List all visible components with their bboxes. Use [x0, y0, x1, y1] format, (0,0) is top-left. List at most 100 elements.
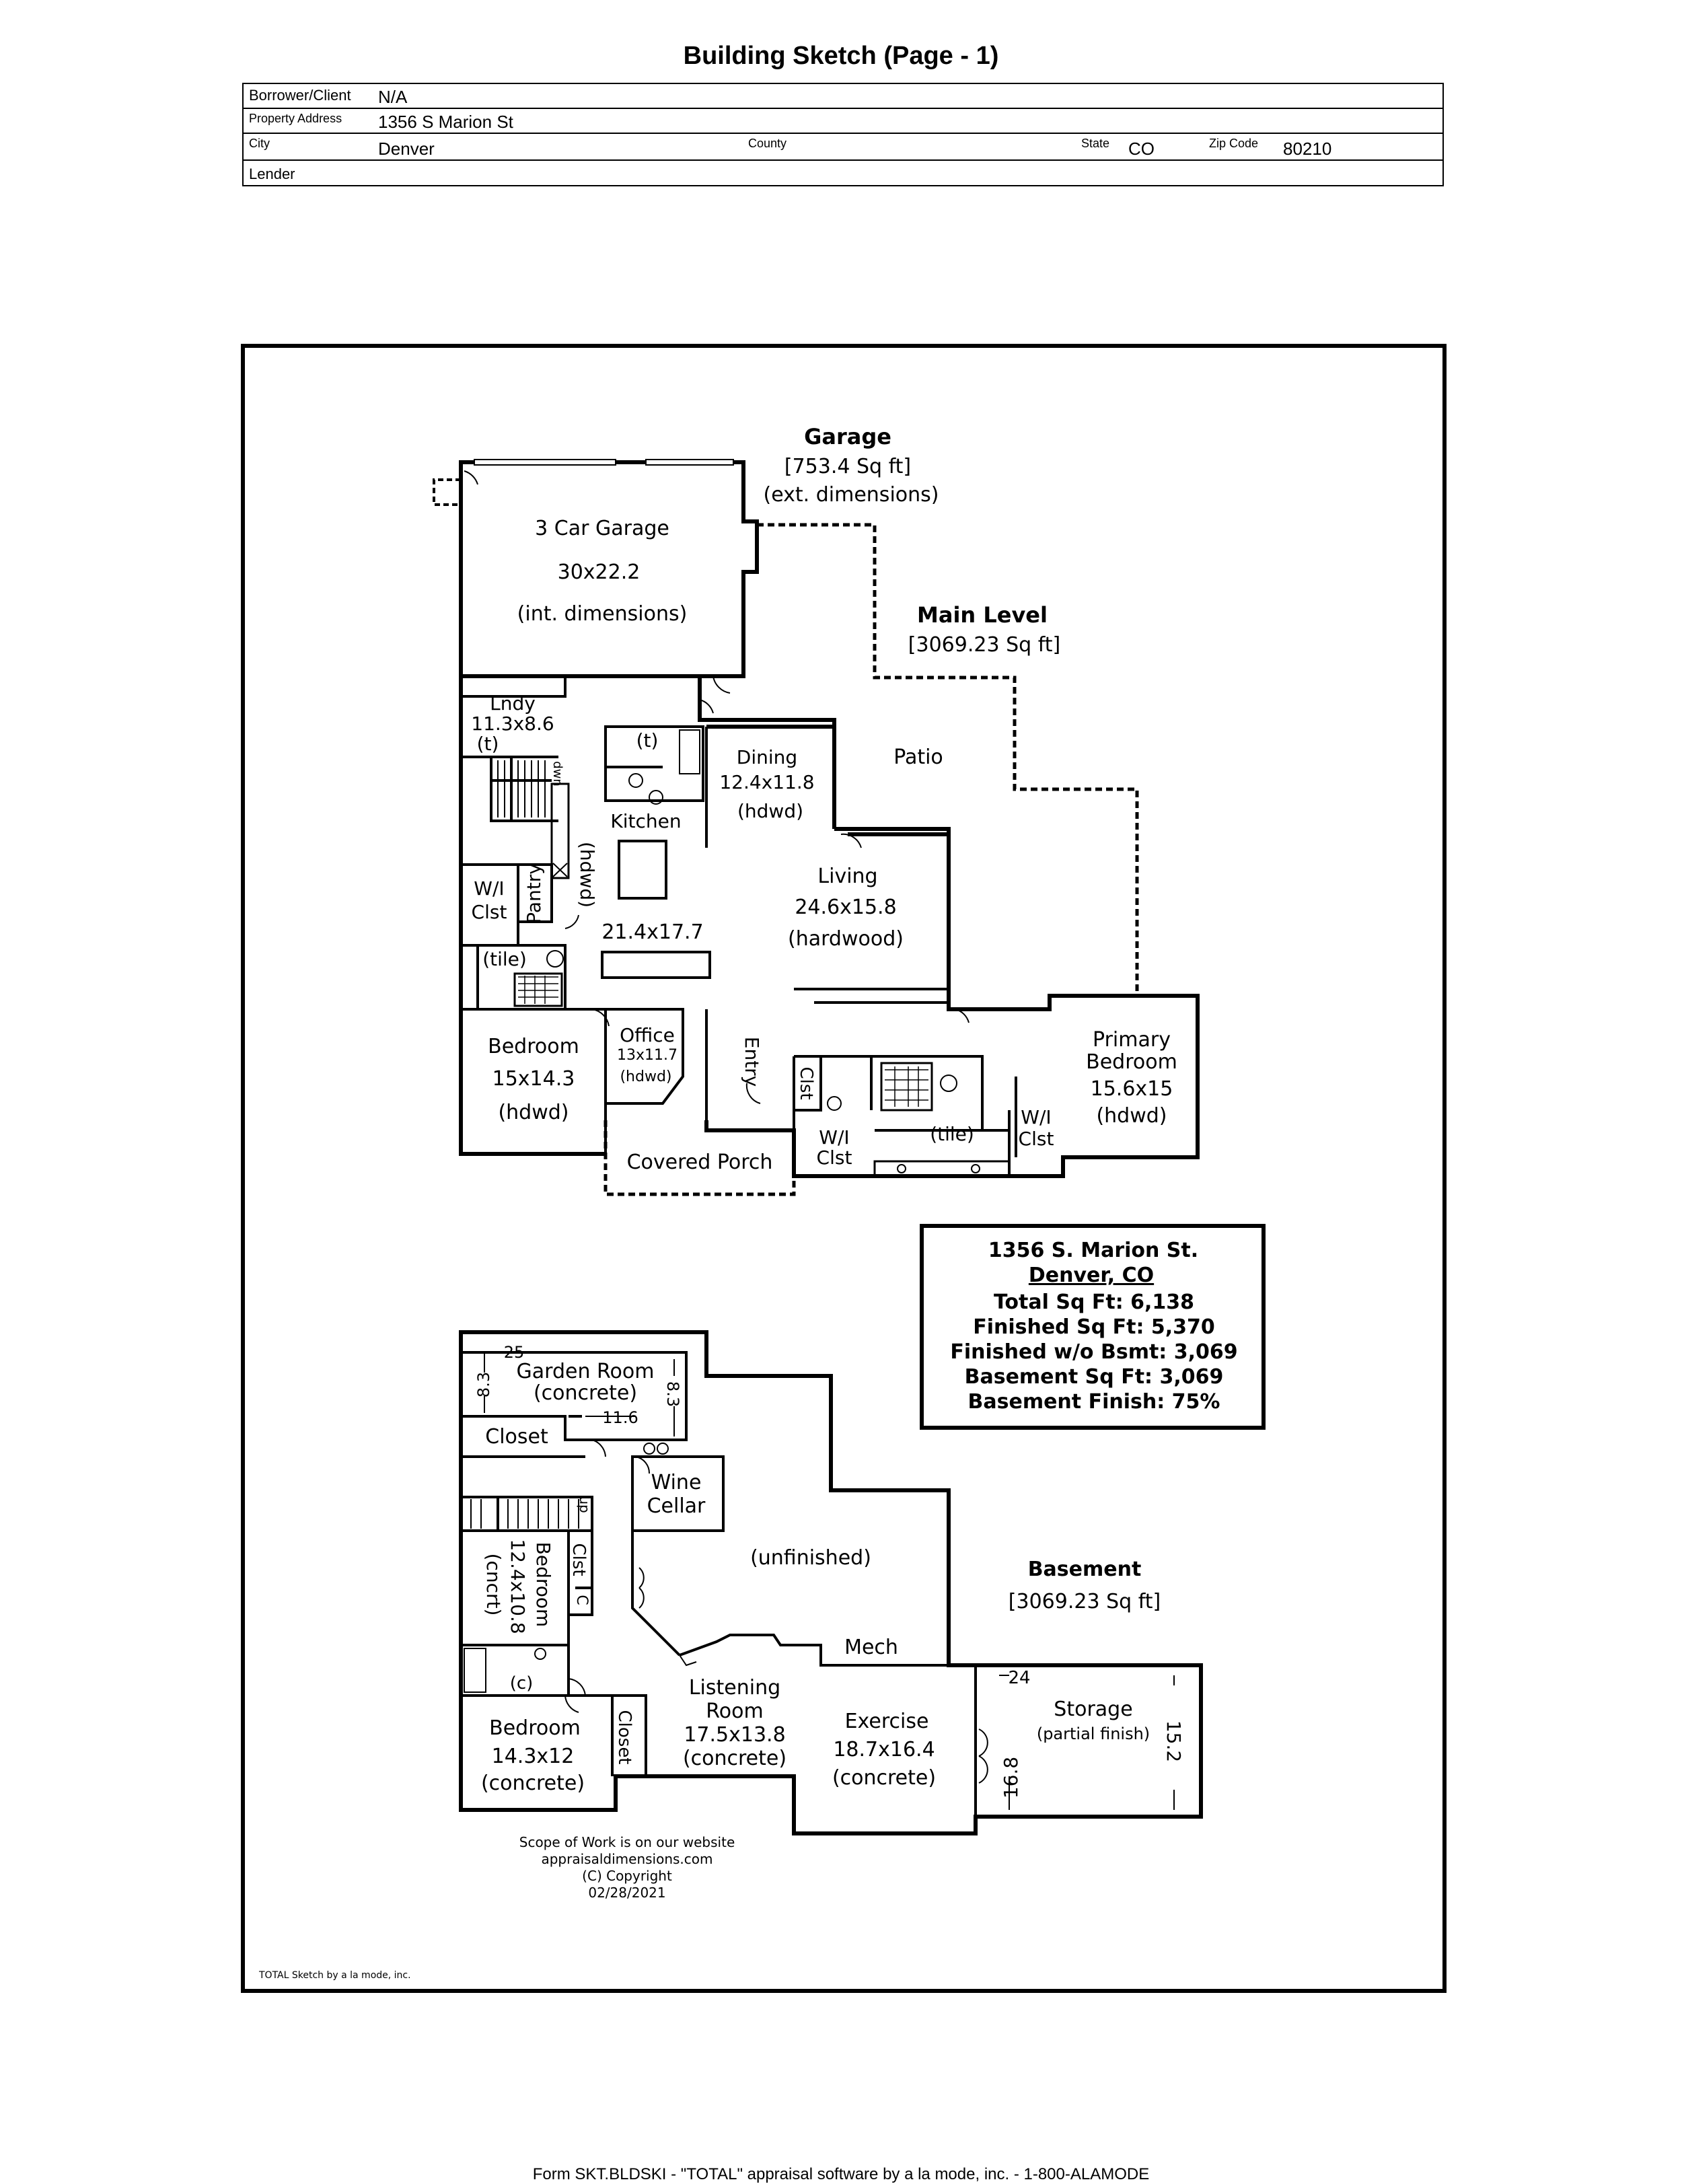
borrower-label: Borrower/Client [249, 87, 351, 104]
dining-dims: 12.4x11.8 [719, 771, 814, 793]
garage-room-note: (int. dimensions) [517, 602, 688, 626]
wine-cellar-line2: Cellar [647, 1494, 706, 1518]
dining-floor: (hdwd) [737, 800, 803, 822]
wine-cellar-line1: Wine [651, 1471, 702, 1494]
wi-clst-hall-line1: W/I [819, 1126, 849, 1149]
basement-area: [3069.23 Sq ft] [1009, 1590, 1161, 1613]
basement-bedroom-dims: 14.3x12 [492, 1745, 575, 1768]
city-value: Denver [378, 139, 435, 159]
zip-value: 80210 [1283, 139, 1332, 159]
wi-clst-hall-line2: Clst [817, 1146, 852, 1169]
summary-city: Denver, CO [1029, 1264, 1154, 1287]
wi-clst-line1: W/I [474, 877, 504, 900]
credit-line2: appraisaldimensions.com [541, 1851, 712, 1867]
primary-bedroom-line2: Bedroom [1086, 1050, 1177, 1074]
basement-bedroom-v-floor: (cncrt) [482, 1554, 505, 1616]
kitchen-floor: (hdwd) [576, 842, 598, 908]
summary-basement: Basement Sq Ft: 3,069 [965, 1365, 1224, 1389]
garage-room-dims: 30x22.2 [558, 560, 641, 584]
listening-floor: (concrete) [683, 1747, 787, 1770]
dim-8-3-right: 8.3 [663, 1381, 682, 1407]
storage-note: (partial finish) [1037, 1724, 1150, 1743]
summary-finished: Finished Sq Ft: 5,370 [973, 1315, 1215, 1339]
main-level-plan [433, 459, 1200, 1196]
bedroom-dims: 15x14.3 [492, 1067, 575, 1091]
primary-bedroom-line1: Primary [1093, 1028, 1171, 1052]
bedroom-floor: (hdwd) [498, 1101, 569, 1124]
summary-address: 1356 S. Marion St. [988, 1239, 1198, 1262]
living-floor: (hardwood) [788, 927, 904, 951]
living-name: Living [817, 865, 877, 888]
dim-24: 24 [1008, 1668, 1030, 1688]
garage-title: Garage [804, 424, 891, 449]
kitchen-dims: 21.4x17.7 [601, 920, 703, 944]
summary-total: Total Sq Ft: 6,138 [994, 1290, 1194, 1314]
garage-area: [753.4 Sq ft] [784, 455, 911, 478]
dim-15-2: 15.2 [1163, 1720, 1185, 1762]
header-info-table: Borrower/Client N/A Property Address 135… [242, 83, 1444, 186]
state-label: State [1081, 137, 1110, 150]
wi-clst-line2: Clst [472, 901, 507, 923]
bedroom-name: Bedroom [488, 1035, 579, 1058]
county-label: County [748, 137, 787, 150]
main-level-labels: Garage [753.4 Sq ft] (ext. dimensions) 3… [471, 424, 1177, 1174]
office-name: Office [620, 1024, 675, 1046]
kitchen-bath-floor: (t) [636, 729, 659, 752]
basement-bedroom-v-name: Bedroom [532, 1542, 554, 1628]
page-title: Building Sketch (Page - 1) [683, 42, 999, 70]
unfinished-label: (unfinished) [750, 1546, 871, 1570]
main-level-area: [3069.23 Sq ft] [908, 633, 1060, 657]
main-level-title: Main Level [917, 602, 1048, 628]
basement-bedroom-floor: (concrete) [481, 1772, 585, 1795]
header-row-lender: Lender [244, 161, 1442, 186]
primary-bedroom-dims: 15.6x15 [1091, 1077, 1173, 1101]
header-row-borrower: Borrower/Client N/A [244, 84, 1442, 109]
laundry-floor: (t) [477, 733, 499, 755]
garage-room-name: 3 Car Garage [535, 517, 669, 540]
zip-label: Zip Code [1209, 137, 1259, 150]
basement-bedroom-name: Bedroom [489, 1716, 581, 1740]
summary-basement-finish: Basement Finish: 75% [968, 1390, 1220, 1414]
c-label: (c) [510, 1673, 534, 1694]
living-dims: 24.6x15.8 [795, 896, 896, 919]
basement-bedroom-v-dims: 12.4x10.8 [507, 1539, 529, 1634]
lender-label: Lender [249, 166, 295, 182]
clst-label: Clst [796, 1066, 816, 1099]
listening-dims: 17.5x13.8 [684, 1723, 785, 1747]
basement-closet-v-label: Closet [614, 1710, 634, 1764]
credit-line3: (C) Copyright [582, 1868, 672, 1884]
dim-8-3-left: 8.3 [474, 1372, 493, 1397]
pantry-label: Pantry [523, 863, 545, 924]
master-bath-tile: (tile) [930, 1123, 974, 1145]
credit-line4: 02/28/2021 [588, 1885, 665, 1901]
garage-note: (ext. dimensions) [764, 483, 939, 507]
header-row-city: City Denver County State CO Zip Code 802… [244, 134, 1442, 161]
garden-room-name: Garden Room [517, 1360, 655, 1383]
basement-closet-label: Closet [485, 1425, 548, 1449]
laundry-name: Lndy [490, 692, 536, 715]
bath-tile-label: (tile) [482, 948, 527, 970]
primary-bedroom-floor: (hdwd) [1096, 1104, 1167, 1128]
exercise-floor: (concrete) [832, 1766, 936, 1790]
office-dims: 13x11.7 [617, 1047, 678, 1064]
header-row-address: Property Address 1356 S Marion St [244, 109, 1442, 134]
c-small-label: C [573, 1595, 590, 1605]
stair-down-label: dwn [550, 761, 564, 787]
basement-plan [459, 1330, 1203, 1835]
listening-line2: Room [706, 1700, 763, 1723]
exercise-dims: 18.7x16.4 [833, 1738, 935, 1761]
wi-clst-master-line2: Clst [1019, 1128, 1054, 1150]
software-note: TOTAL Sketch by a la mode, inc. [258, 1970, 411, 1981]
address-value: 1356 S Marion St [378, 112, 513, 132]
summary-box: 1356 S. Marion St. Denver, CO Total Sq F… [920, 1224, 1266, 1430]
dining-name: Dining [737, 746, 797, 768]
office-floor: (hdwd) [620, 1068, 671, 1085]
dim-16-8: 16.8 [1000, 1757, 1022, 1798]
patio-label: Patio [893, 745, 943, 769]
state-value: CO [1128, 139, 1155, 159]
borrower-value: N/A [378, 87, 408, 107]
address-label: Property Address [249, 112, 342, 125]
exercise-name: Exercise [845, 1710, 929, 1733]
form-footer: Form SKT.BLDSKI - "TOTAL" appraisal soft… [532, 2165, 1150, 2183]
